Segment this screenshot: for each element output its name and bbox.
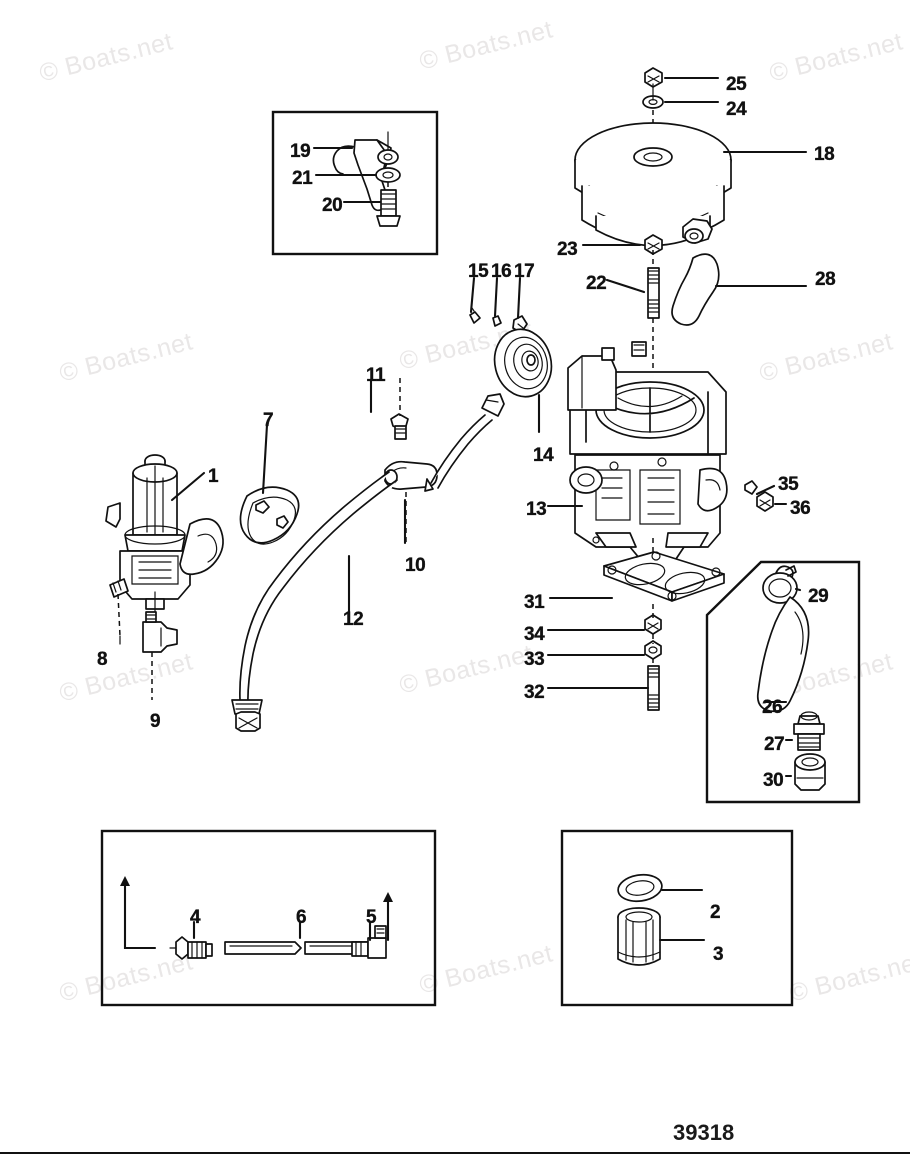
callout-label-17: 17: [514, 261, 535, 282]
callout-label-30: 30: [763, 770, 784, 791]
callout-label-33: 33: [524, 649, 545, 670]
callout-label-27: 27: [764, 734, 785, 755]
inset-box-right: [705, 560, 861, 804]
inset-box-bottom-right: [560, 829, 794, 1007]
callout-label-22: 22: [586, 273, 607, 294]
callout-label-35: 35: [778, 474, 799, 495]
inset-bottom-right-parts: [617, 873, 663, 966]
carburetor-group: [469, 307, 774, 566]
callout-label-24: 24: [726, 99, 747, 120]
callout-label-12: 12: [343, 609, 364, 630]
leader-lines: [170, 76, 808, 942]
air-cleaner-group: [574, 67, 732, 378]
callout-label-7: 7: [263, 410, 274, 431]
inset-box-top-left: [271, 110, 439, 256]
callout-label-25: 25: [726, 74, 747, 95]
callout-label-36: 36: [790, 498, 811, 519]
callout-label-10: 10: [405, 555, 426, 576]
mounting-group: [603, 551, 725, 711]
callout-label-32: 32: [524, 682, 545, 703]
fuel-pump-group: [105, 454, 300, 700]
inset-right-parts: [756, 565, 826, 791]
callout-label-8: 8: [97, 649, 108, 670]
callout-label-23: 23: [557, 239, 578, 260]
callout-label-9: 9: [150, 711, 161, 732]
callout-label-31: 31: [524, 592, 545, 613]
callout-label-3: 3: [713, 944, 724, 965]
callout-label-18: 18: [814, 144, 835, 165]
callout-label-26: 26: [762, 697, 783, 718]
callout-label-20: 20: [322, 195, 343, 216]
callout-label-14: 14: [533, 445, 554, 466]
callout-label-34: 34: [524, 624, 545, 645]
callout-label-5: 5: [366, 907, 377, 928]
callout-label-13: 13: [526, 499, 547, 520]
bottom-divider: [0, 1152, 910, 1154]
callout-label-11: 11: [366, 365, 386, 386]
callout-label-16: 16: [491, 261, 512, 282]
callout-label-2: 2: [710, 902, 721, 923]
callout-label-28: 28: [815, 269, 836, 290]
callout-label-21: 21: [292, 168, 313, 189]
inset-top-left-parts: [332, 131, 401, 227]
callout-label-1: 1: [208, 466, 219, 487]
callout-label-4: 4: [190, 907, 201, 928]
callout-label-6: 6: [296, 907, 307, 928]
inset-box-bottom-left: [100, 829, 437, 1007]
callout-label-29: 29: [808, 586, 829, 607]
diagram-number: 39318: [673, 1120, 735, 1145]
callout-label-19: 19: [290, 141, 311, 162]
callout-label-15: 15: [468, 261, 489, 282]
inset-bottom-left-parts: [120, 876, 393, 960]
